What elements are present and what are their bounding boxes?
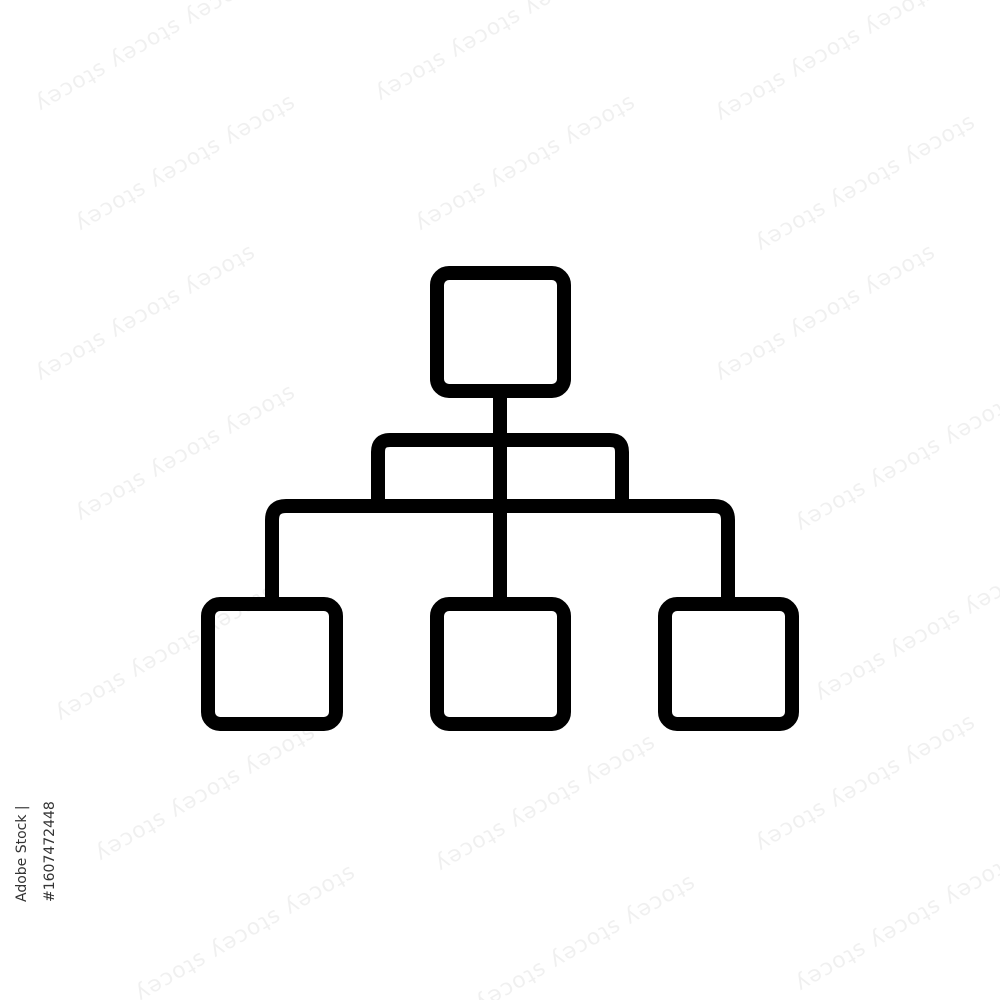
connector-line [265,499,735,611]
child-node-box-center [430,597,571,731]
child-node-box-right [658,597,799,731]
connector-line [371,433,629,510]
child-node-box-left [201,597,343,731]
stock-id-label: Adobe Stock | #1607472448 [14,801,58,902]
top-node-box [430,266,571,398]
